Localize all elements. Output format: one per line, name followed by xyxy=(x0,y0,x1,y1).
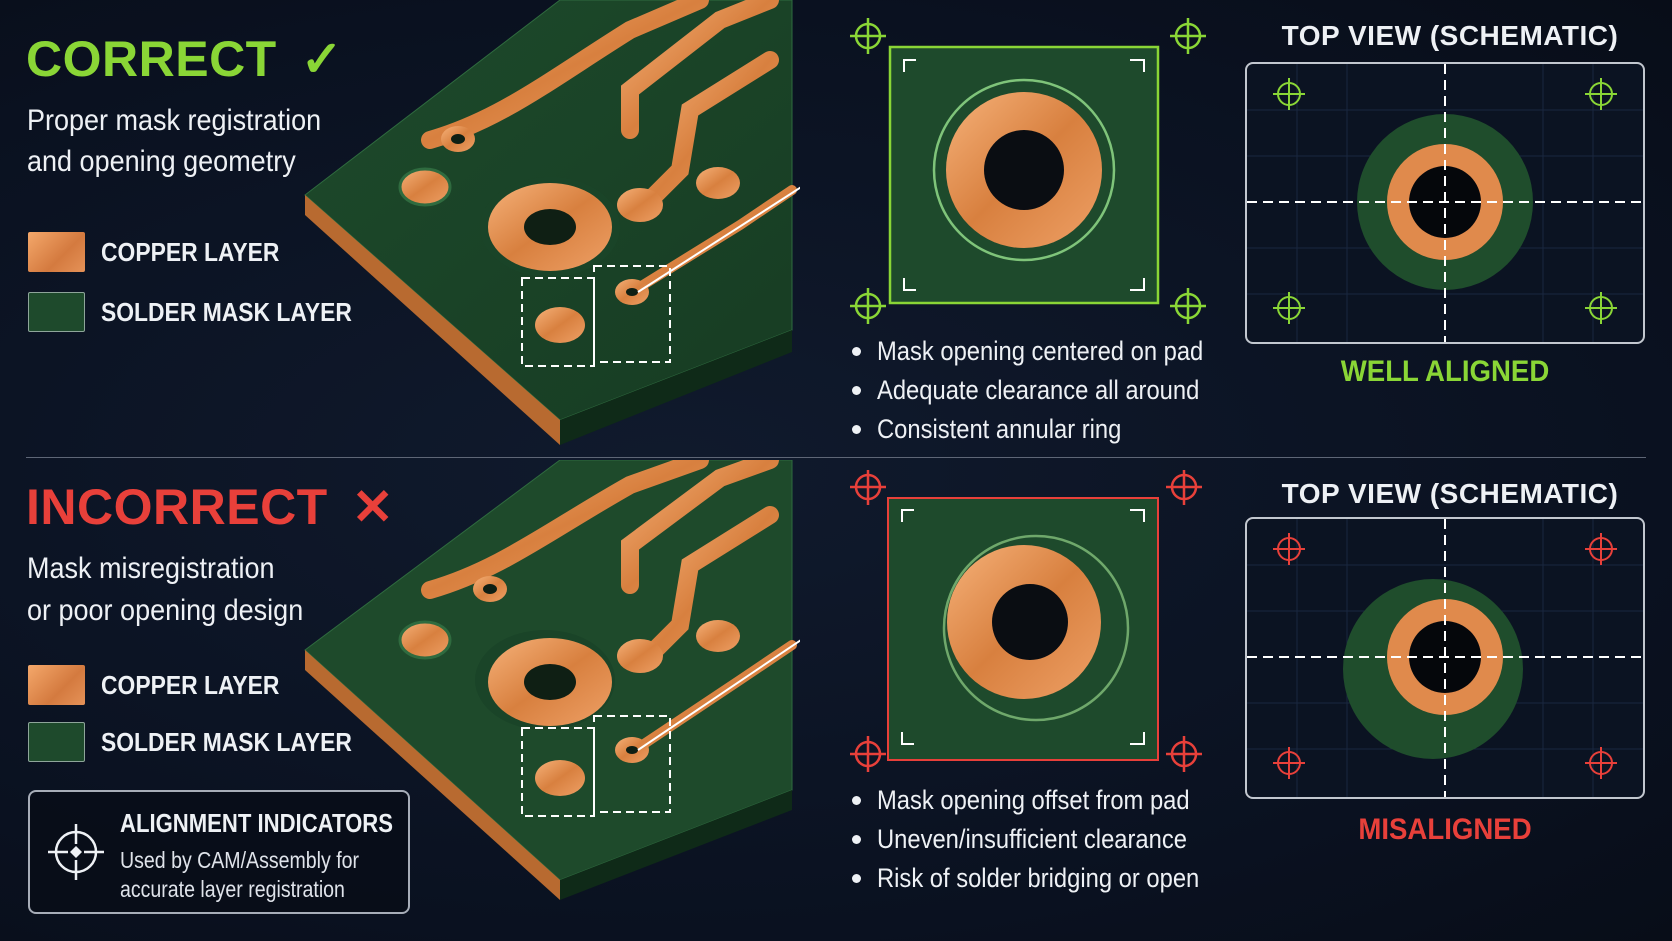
copper-legend-label: COPPER LAYER xyxy=(101,236,280,267)
crosshair-icon xyxy=(48,824,104,880)
incorrect-subtitle-line-2: or poor opening design xyxy=(27,594,304,627)
incorrect-heading-text: INCORRECT xyxy=(26,479,328,535)
incorrect-bullet: Uneven/insufficient clearance xyxy=(852,820,1243,859)
incorrect-bullet: Risk of solder bridging or open xyxy=(852,859,1243,898)
alignment-body-line-1: Used by CAM/Assembly for xyxy=(120,847,360,873)
incorrect-bullet-list: Mask opening offset from pad Uneven/insu… xyxy=(852,781,1243,898)
correct-legend-copper: COPPER LAYER xyxy=(28,232,304,272)
correct-bullet: Mask opening centered on pad xyxy=(852,332,1248,371)
correct-heading: CORRECT ✓ xyxy=(26,30,343,88)
incorrect-verdict: MISALIGNED xyxy=(1358,813,1532,846)
copper-legend-label: COPPER LAYER xyxy=(101,669,280,700)
mask-legend-label: SOLDER MASK LAYER xyxy=(101,726,352,757)
correct-legend-mask: SOLDER MASK LAYER xyxy=(28,292,386,332)
copper-swatch xyxy=(28,665,85,705)
correct-bullet: Consistent annular ring xyxy=(852,410,1248,449)
correct-top-view xyxy=(1245,62,1645,344)
incorrect-legend-mask: SOLDER MASK LAYER xyxy=(28,722,386,762)
mask-swatch xyxy=(28,292,85,332)
correct-bullet: Adequate clearance all around xyxy=(852,371,1248,410)
crosshair-icon xyxy=(850,470,1202,772)
incorrect-board-illustration xyxy=(304,460,800,900)
incorrect-subtitle-line-1: Mask misregistration xyxy=(27,552,275,585)
correct-bullet-list: Mask opening centered on pad Adequate cl… xyxy=(852,332,1248,449)
correct-verdict: WELL ALIGNED xyxy=(1340,355,1550,388)
alignment-body-line-2: accurate layer registration xyxy=(120,876,345,902)
alignment-indicators-title: ALIGNMENT INDICATORS xyxy=(120,808,393,838)
alignment-indicators-box: ALIGNMENT INDICATORS Used by CAM/Assembl… xyxy=(28,790,410,914)
incorrect-legend-copper: COPPER LAYER xyxy=(28,665,304,705)
crosshair-icon xyxy=(850,18,1206,324)
incorrect-heading: INCORRECT ✕ xyxy=(26,478,394,536)
correct-detail-view xyxy=(850,18,1206,324)
incorrect-bullet: Mask opening offset from pad xyxy=(852,781,1243,820)
incorrect-detail-view xyxy=(850,470,1202,772)
mask-swatch xyxy=(28,722,85,762)
correct-subtitle-line-1: Proper mask registration xyxy=(27,104,322,137)
incorrect-top-view xyxy=(1245,517,1645,799)
section-divider xyxy=(26,457,1646,458)
alignment-indicators-body: Used by CAM/Assembly for accurate layer … xyxy=(120,846,359,904)
cross-icon: ✕ xyxy=(351,479,395,535)
mask-legend-label: SOLDER MASK LAYER xyxy=(101,296,352,327)
crosshair-icon xyxy=(1273,533,1617,779)
correct-heading-text: CORRECT xyxy=(26,31,277,87)
correct-subtitle-line-2: and opening geometry xyxy=(27,145,296,178)
copper-swatch xyxy=(28,232,85,272)
correct-board-illustration xyxy=(304,0,800,445)
crosshair-icon xyxy=(1273,78,1617,324)
incorrect-top-view-title: TOP VIEW (SCHEMATIC) xyxy=(1281,478,1619,509)
check-icon: ✓ xyxy=(300,31,344,87)
correct-top-view-title: TOP VIEW (SCHEMATIC) xyxy=(1281,20,1619,51)
